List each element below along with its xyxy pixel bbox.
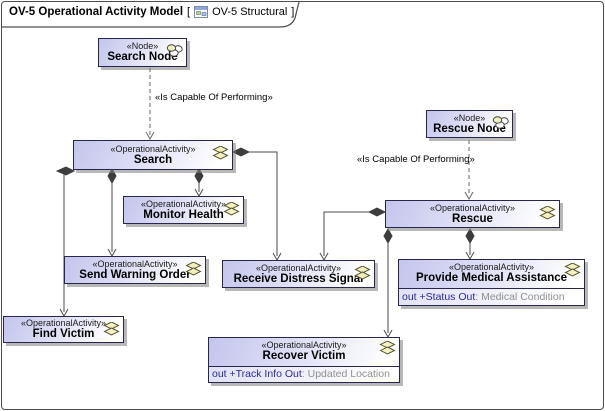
attribute-type: : Updated Location — [301, 368, 390, 381]
node-icon — [492, 116, 509, 134]
stereotype-label: «Node» — [453, 112, 486, 123]
operational-activity-icon — [103, 321, 120, 341]
operational-activity-icon — [185, 261, 202, 281]
connector-rescue-provide-medical-assistance[interactable] — [465, 227, 475, 261]
diagram-subtitle-text: OV-5 Structural — [212, 6, 288, 18]
activity-receive-distress-signal[interactable]: «OperationalActivity» Receive Distress S… — [222, 260, 375, 288]
activity-name: Monitor Health — [143, 208, 224, 221]
operational-activity-icon — [223, 201, 240, 221]
activity-name: Send Warning Order — [79, 268, 191, 281]
connector-search-find-victim[interactable] — [55, 166, 76, 318]
attribute-name: out +Track Info Out — [212, 368, 302, 381]
connector-capable-search[interactable] — [145, 68, 155, 141]
activity-name: Rescue — [452, 212, 493, 225]
stereotype-label: «OperationalActivity» — [261, 340, 347, 350]
attribute-row: out +Status Out : Medical Condition — [399, 289, 584, 305]
operational-activity-icon — [539, 205, 556, 225]
connector-search-send-warning-order[interactable] — [107, 167, 117, 258]
stereotype-label: «OperationalActivity» — [448, 262, 535, 272]
operational-activity-icon — [354, 265, 371, 285]
title-tab-outline — [2, 1, 300, 28]
diagram-type-icon — [194, 6, 209, 18]
activity-name: Provide Medical Assistance — [415, 272, 568, 284]
attribute-name: out +Status Out — [402, 291, 476, 304]
node-search-node[interactable]: «Node» Search Node — [98, 38, 187, 67]
bracket-close: ] — [291, 6, 295, 18]
bracket-open: [ — [187, 6, 191, 18]
activity-provide-medical-assistance[interactable]: «OperationalActivity» Provide Medical As… — [398, 259, 585, 306]
activity-name: Recover Victim — [262, 350, 346, 362]
connector-rescue-recover-victim[interactable] — [383, 227, 393, 339]
diagram-title-text: OV-5 Operational Activity Model — [9, 6, 184, 18]
connector-rescue-receive-distress-signal[interactable] — [319, 207, 387, 262]
activity-recover-victim[interactable]: «OperationalActivity» Recover Victim out… — [208, 337, 400, 383]
operational-activity-icon — [379, 340, 396, 360]
operational-activity-icon — [564, 262, 581, 282]
attribute-row: out +Track Info Out : Updated Location — [209, 366, 399, 382]
node-name: Rescue Node — [433, 122, 506, 135]
connector-capable-rescue[interactable] — [464, 140, 474, 201]
activity-name: Search — [133, 153, 173, 166]
connector-label: «Is Capable Of Performing» — [357, 154, 475, 165]
activity-rescue[interactable]: «OperationalActivity» Rescue — [385, 200, 560, 228]
stereotype-label: «OperationalActivity» — [140, 198, 227, 209]
attribute-type: : Medical Condition — [475, 291, 565, 304]
node-name: Search Node — [107, 51, 178, 63]
stereotype-label: «OperationalActivity» — [92, 258, 178, 269]
diagram-title: OV-5 Operational Activity Model [ OV-5 S… — [9, 6, 294, 18]
stereotype-label: «Node» — [126, 41, 159, 51]
connector-label: «Is Capable Of Performing» — [155, 92, 273, 103]
activity-find-victim[interactable]: «OperationalActivity» Find Victim — [3, 316, 124, 343]
operational-activity-icon — [212, 145, 229, 165]
activity-search[interactable]: «OperationalActivity» Search — [73, 140, 233, 170]
stereotype-label: «OperationalActivity» — [255, 262, 342, 273]
node-rescue-node[interactable]: «Node» Rescue Node — [426, 110, 513, 138]
stereotype-label: «OperationalActivity» — [429, 202, 516, 213]
stereotype-label: «OperationalActivity» — [110, 143, 196, 154]
activity-name: Receive Distress Signal — [233, 272, 364, 285]
activity-name: Find Victim — [32, 328, 95, 340]
activity-monitor-health[interactable]: «OperationalActivity» Monitor Health — [123, 196, 244, 224]
activity-send-warning-order[interactable]: «OperationalActivity» Send Warning Order — [64, 256, 206, 284]
stereotype-label: «OperationalActivity» — [20, 318, 107, 328]
node-icon — [166, 44, 183, 62]
connector-search-monitor-health[interactable] — [194, 167, 204, 198]
connector-search-receive-distress-signal[interactable] — [231, 147, 282, 262]
